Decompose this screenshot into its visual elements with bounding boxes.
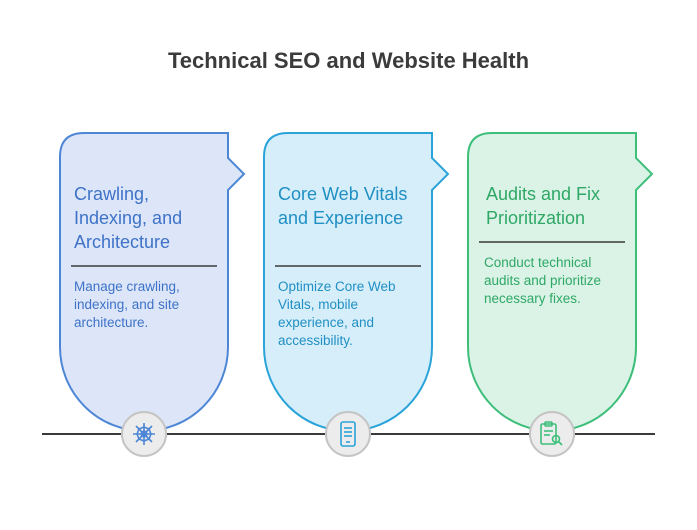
- card-3-shape: [467, 132, 654, 432]
- mobile-phone-icon: [340, 421, 356, 447]
- card-1-icon-badge: [121, 411, 167, 457]
- card-1-title: Crawling, Indexing, and Architecture: [74, 184, 183, 252]
- card-3-icon-badge: [529, 411, 575, 457]
- card-1-description: Manage crawling, indexing, and site arch…: [74, 279, 180, 330]
- card-2-icon-badge: [325, 411, 371, 457]
- card-2-shape: [263, 132, 450, 432]
- card-1-shape: [59, 132, 246, 432]
- card-3-description: Conduct technical audits and prioritize …: [484, 255, 602, 306]
- card-2-title: Core Web Vitals and Experience: [278, 184, 408, 228]
- card-3-title: Audits and Fix Prioritization: [486, 184, 601, 228]
- clipboard-search-icon: [540, 421, 563, 446]
- page-title: Technical SEO and Website Health: [167, 48, 530, 73]
- card-2-description: Optimize Core Web Vitals, mobile experie…: [278, 279, 396, 348]
- spider-web-icon: [133, 423, 155, 445]
